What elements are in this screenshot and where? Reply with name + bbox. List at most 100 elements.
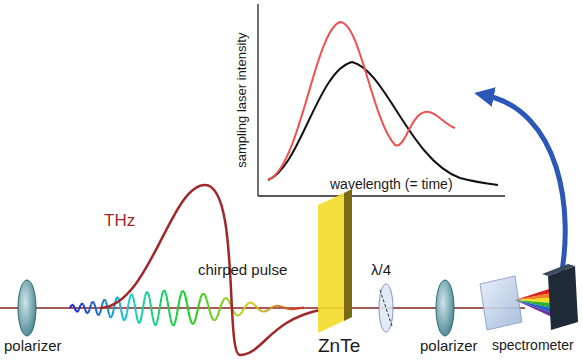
axis-label: sampling laser intensity (236, 32, 250, 167)
pulse-stroke (139, 321, 141, 323)
dispersed-spectrum (515, 288, 552, 317)
pulse-stroke (237, 314, 239, 316)
pulse-stroke (190, 318, 192, 323)
pulse-stroke (108, 308, 110, 315)
pulse-stroke (228, 299, 230, 301)
polarizer-right (436, 280, 454, 336)
pulse-stroke (93, 302, 95, 303)
component-label: polarizer (420, 338, 478, 355)
pulse-stroke (220, 304, 222, 308)
detector-top (542, 264, 575, 276)
pulse-stroke (261, 310, 263, 313)
pulse-stroke (222, 301, 224, 305)
pulse-stroke (133, 296, 135, 303)
pulse-stroke (160, 297, 162, 306)
pulse-stroke (184, 292, 186, 297)
pulse-stroke (156, 323, 158, 326)
pulse-stroke (196, 311, 198, 318)
thz-field (100, 185, 320, 355)
pulse-stroke (229, 301, 231, 304)
pulse-stroke (279, 305, 281, 307)
plate-axis (380, 290, 392, 326)
pulse-stroke (246, 304, 248, 306)
pulse-stroke (247, 303, 249, 304)
component-label: wavelength (= time) (330, 177, 453, 192)
pulse-stroke (171, 319, 173, 325)
pulse-stroke (169, 310, 171, 318)
pulse-stroke (219, 309, 221, 314)
prism (480, 276, 522, 330)
pulse-stroke (292, 308, 294, 310)
pulse-stroke (99, 313, 101, 315)
pulse-stroke (205, 295, 207, 299)
pulse-stroke (132, 294, 134, 297)
component-label: λ/4 (371, 262, 391, 279)
component-label: ZnTe (318, 336, 360, 357)
pulse-stroke (216, 317, 218, 320)
pulse-stroke (256, 306, 258, 308)
pulse-stroke (240, 313, 242, 315)
pulse-stroke (168, 301, 170, 310)
component-label: THz (104, 212, 135, 231)
pulse-stroke (207, 299, 209, 304)
pulse-stroke (210, 310, 212, 315)
pulse-stroke (84, 305, 86, 309)
pulse-stroke (187, 304, 189, 312)
pulse-stroke (211, 315, 213, 319)
pulse-stroke (120, 302, 122, 310)
pulse-stroke (70, 305, 72, 308)
pulse-stroke (78, 309, 80, 312)
pulse-stroke (79, 305, 81, 309)
pulse-stroke (286, 307, 288, 309)
component-label: polarizer (4, 338, 62, 355)
pulse-stroke (225, 297, 227, 300)
pulse-stroke (294, 308, 296, 310)
pulse-stroke (234, 311, 236, 314)
pulse-stroke (94, 303, 96, 308)
pulse-stroke (297, 307, 299, 309)
pulse-stroke (73, 305, 75, 308)
pulse-stroke (96, 308, 98, 313)
pulse-stroke (178, 300, 180, 308)
pulse-stroke (199, 298, 201, 304)
polarizer-left (18, 280, 36, 336)
pulse-stroke (142, 305, 144, 314)
pulse-stroke (285, 307, 287, 310)
pulse-stroke (253, 304, 255, 305)
detector (548, 266, 578, 330)
pulse-stroke (243, 309, 245, 311)
component-label: chirped pulse (198, 262, 287, 279)
pulse-stroke (277, 305, 279, 307)
pulse-stroke (111, 316, 113, 317)
pulse-stroke (165, 290, 167, 294)
pulse-stroke (288, 308, 290, 310)
pulse-stroke (183, 291, 185, 292)
pulse-stroke (298, 307, 300, 309)
pulse-stroke (201, 294, 203, 298)
pulse-stroke (124, 319, 126, 321)
pulse-stroke (88, 310, 90, 314)
pulse-stroke (150, 298, 152, 307)
pulse-stroke (141, 314, 143, 321)
pulse-stroke (82, 303, 84, 305)
pulse-stroke (189, 312, 191, 319)
pulse-stroke (289, 308, 291, 310)
pulse-stroke (208, 305, 210, 311)
pulse-stroke (204, 293, 206, 295)
pulse-stroke (195, 317, 197, 322)
pulse-stroke (193, 322, 195, 324)
pulse-stroke (112, 311, 114, 317)
pulse-stroke (148, 292, 150, 298)
pulse-stroke (258, 308, 260, 309)
pulse-stroke (144, 297, 146, 305)
pulse-stroke (300, 307, 302, 309)
pulse-stroke (276, 305, 278, 307)
pulse-stroke (283, 306, 285, 309)
pulse-stroke (223, 298, 225, 300)
graph-axes (258, 4, 505, 196)
pulse-stroke (151, 307, 153, 316)
pulse-stroke (295, 308, 297, 310)
data-arrow (484, 95, 565, 282)
pulse-stroke (129, 297, 131, 304)
